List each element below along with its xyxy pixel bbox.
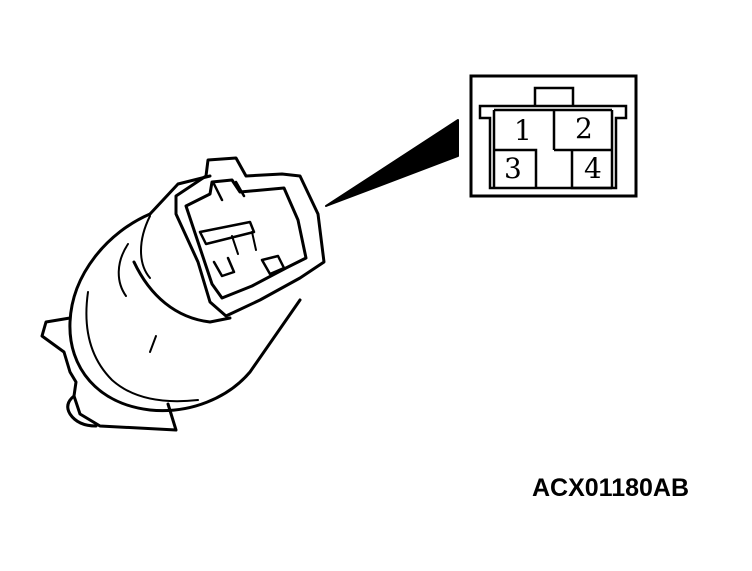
body-cylinder — [68, 212, 302, 413]
connector-opening — [184, 178, 308, 300]
switch-assembly — [40, 156, 326, 432]
terminal-right — [260, 254, 286, 276]
pinout-inset: 1 2 3 4 — [469, 74, 638, 198]
pin-label-1: 1 — [514, 114, 532, 147]
rear-flange — [40, 316, 178, 432]
pin-label-2: 2 — [575, 112, 593, 145]
pin-label-4: 4 — [584, 152, 602, 185]
body-ring — [85, 291, 199, 403]
figure-code: ACX01180AB — [532, 474, 690, 502]
threaded-tip — [66, 394, 98, 428]
terminal-divider — [231, 231, 257, 255]
leader-pointer — [325, 119, 459, 207]
collar — [132, 174, 232, 324]
connector-key-tab — [533, 86, 575, 106]
collar-edge — [140, 215, 157, 353]
cavity-grid — [492, 110, 614, 190]
pin-label-3: 3 — [504, 152, 522, 185]
terminal-left — [212, 256, 236, 278]
terminal-upper — [198, 220, 256, 246]
connector-housing-outer — [174, 156, 326, 318]
connector-face — [478, 104, 628, 190]
body-ring-inner — [117, 243, 129, 297]
connector-key — [212, 180, 246, 202]
